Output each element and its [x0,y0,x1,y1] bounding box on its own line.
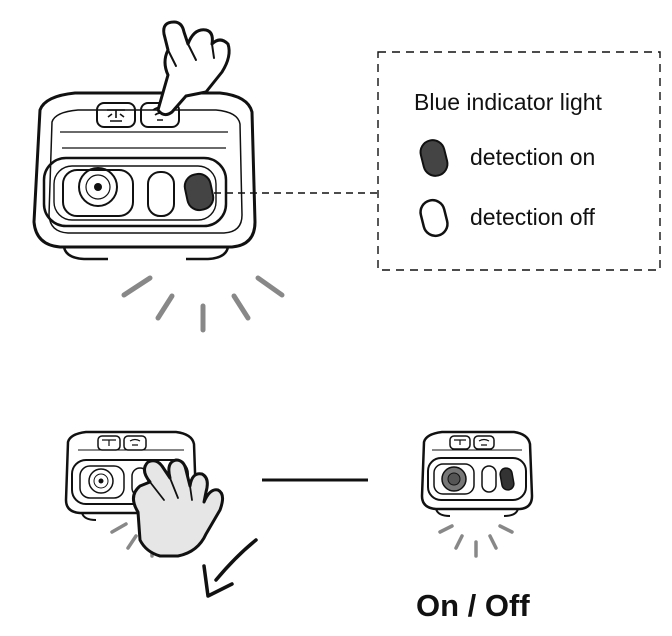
headlamp-large [32,91,257,261]
indicator-on-icon [419,139,449,177]
curved-arrow-icon [202,538,258,598]
legend-box [377,51,661,271]
waving-hand-icon [132,458,225,558]
front-panel [42,156,228,228]
mode-button-icon [96,102,136,128]
legend-item-on: detection on [470,144,595,170]
on-off-caption: On / Off [416,588,530,623]
main-lens [62,169,134,217]
pointing-hand-icon [156,20,231,117]
light-beam-icon [121,275,285,333]
indicator-light-on [183,172,215,212]
legend: Blue indicator light detection on detect… [377,51,661,271]
legend-item-off: detection off [470,204,596,230]
secondary-lens [147,171,175,217]
indicator-light-small [499,467,515,491]
headlamp-small-right [420,430,534,517]
indicator-off-icon [419,198,449,238]
legend-title: Blue indicator light [414,89,603,115]
lamp-ray-icon [438,524,514,558]
